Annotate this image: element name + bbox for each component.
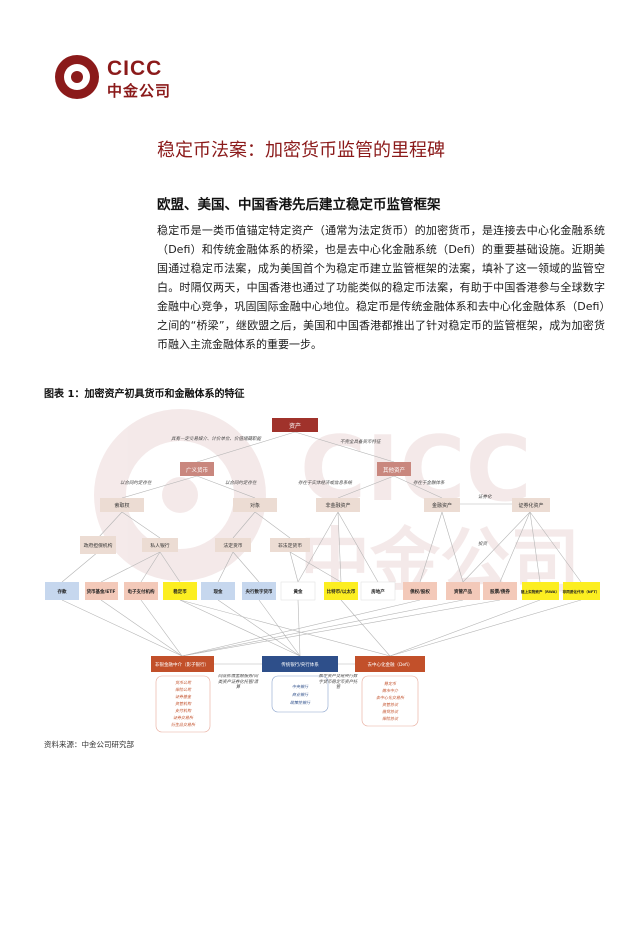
leaf-e-payment-label: 电子支付机构: [128, 588, 155, 595]
node-other-assets-label: 其他资产: [383, 466, 406, 474]
node-nonfinancial-assets-label: 非金融资产: [325, 502, 350, 509]
cicc-logo-icon: [55, 55, 99, 99]
inst-defi-item: 资管协议: [382, 702, 399, 707]
inst-bank-item: 中央银行: [292, 684, 309, 689]
node-claim: [100, 498, 144, 512]
node-legal-tender-label: 法定货币: [223, 542, 242, 549]
node-securitized-assets-label: 证券化资产: [518, 502, 543, 509]
inst-defi-item: 稳定币: [384, 681, 397, 686]
inst-defi-item: 做市中介: [382, 688, 399, 693]
inst-defi-item: 借贷协议: [382, 709, 399, 714]
inst-bank-item: 商业银行: [292, 692, 309, 697]
inst-shadow-item: 衍生品交易所: [171, 722, 196, 727]
leaf-debt-equity-label: 债权/股权: [410, 588, 430, 595]
leaf-bitcoin: [324, 582, 358, 600]
leaf-stocks-bonds: [483, 582, 517, 600]
leaf-gold: [280, 581, 316, 601]
leaf-asset-mgmt: [446, 582, 480, 600]
node-non-legal-tender: [270, 538, 310, 552]
inst-shadow-bank-list: [155, 675, 211, 733]
inst-bank-item: 政策性银行: [290, 700, 311, 705]
leaf-deposit: [45, 582, 79, 600]
watermark-logo-icon: [94, 409, 266, 581]
node-legal-tender: [215, 538, 251, 552]
node-gov-backed: [80, 536, 116, 554]
node-other-assets: [377, 462, 411, 476]
inst-defi: [355, 656, 425, 672]
leaf-e-payment: [124, 582, 158, 600]
inst-defi-list: [361, 675, 419, 727]
node-object: [233, 498, 277, 512]
logo-text-en: CICC: [107, 57, 163, 80]
edge-label-financial: 存在于金融体系: [413, 480, 445, 486]
node-financial-assets-label: 金融资产: [432, 502, 452, 509]
leaf-deposit-label: 存款: [57, 588, 67, 595]
edge-label-securitize: 证券化: [478, 494, 492, 500]
leaf-nft-label: 非同质化代币（NFT）: [563, 589, 600, 594]
node-claim-label: 索取权: [114, 502, 129, 509]
inst-shadow-item: 资管机构: [175, 701, 192, 706]
inst-shadow-item: 货币公司: [175, 680, 192, 685]
inst-defi-item: 去中心化交易所: [376, 695, 405, 700]
edge-label-noncurrency: 不完全具备货币特征: [340, 439, 382, 445]
leaf-asset-mgmt-label: 资管产品: [454, 588, 472, 595]
node-object-label: 对象: [250, 502, 260, 509]
figure-title: 图表 1：加密资产初具货币和金融体系的特征: [44, 389, 245, 400]
inst-shadow-item: 支付机构: [175, 708, 192, 713]
node-asset: [272, 418, 318, 432]
leaf-rwa-label: 链上实物资产（RWA）: [521, 589, 559, 594]
node-securitized-assets: [512, 498, 550, 512]
node-asset-label: 资产: [289, 422, 301, 430]
edge-label-claim: 以合同约定存在: [120, 480, 152, 486]
leaf-stocks-bonds-label: 股票/债券: [490, 588, 510, 595]
node-non-legal-tender-label: 非法定货币: [278, 542, 302, 549]
node-private-bank: [142, 538, 178, 552]
section-title: 欧盟、美国、中国香港先后建立稳定币监管框架: [157, 197, 441, 213]
leaf-cash: [201, 582, 235, 600]
inst-traditional-bank-title: 传统银行/央行体系: [281, 661, 319, 668]
logo-text-cn: 中金公司: [107, 82, 172, 100]
leaf-cbdc-label: 央行数字货币: [246, 588, 273, 595]
leaf-debt-equity: [403, 582, 437, 600]
source-note: 资料来源：中金公司研究部: [44, 740, 134, 749]
leaf-cash-label: 现金: [214, 588, 223, 595]
leaf-money-fund: [85, 582, 118, 600]
leaf-stablecoin-label: 稳定币: [173, 588, 187, 595]
body-paragraph: 稳定币是一类币值锚定特定资产（通常为法定货币）的加密货币，是连接去中心化金融系统…: [157, 224, 605, 351]
cicc-logo: CICC 中金公司: [55, 55, 195, 105]
leaf-rwa: [522, 582, 559, 600]
leaf-nft: [563, 582, 600, 600]
node-financial-assets: [424, 498, 460, 512]
leaf-gold-label: 黄金: [294, 588, 303, 595]
edge-label-real: 存在于实体经济或信息系统: [298, 480, 353, 486]
edge-label-currency: 具有一定交易媒介、计价单位、价值储藏职能: [171, 436, 261, 442]
inst-shadow-bank: [151, 656, 214, 672]
edge-label-object: 以合同约定存在: [225, 480, 257, 486]
inst-label-interbank: 同业拆借金融服务/同类资产证券化托管/清算: [217, 674, 259, 690]
page-title: 稳定币法案：加密货币监管的里程碑: [157, 140, 445, 161]
inst-shadow-item: 保险公司: [175, 687, 192, 692]
inst-shadow-item: 证券交易所: [173, 715, 194, 720]
node-private-bank-label: 私人银行: [150, 542, 169, 549]
node-nonfinancial-assets: [316, 498, 360, 512]
inst-defi-title: 去中心化金融（Defi）: [367, 661, 412, 668]
node-gov-backed-label: 政府担保机构: [84, 542, 113, 549]
leaf-bitcoin-label: 比特币/以太币: [327, 588, 356, 595]
inst-label-digital: 数字资产交易央行数字货币稳定币资产托管: [318, 674, 358, 690]
leaf-real-estate-label: 房地产: [371, 588, 385, 595]
inst-shadow-bank-title: 非银金融中介（影子银行）: [155, 661, 209, 668]
inst-traditional-bank-list: [271, 675, 329, 713]
diagram-connectors: [61, 431, 582, 665]
node-broad-money-label: 广义货币: [186, 466, 209, 474]
leaf-real-estate: [360, 581, 396, 601]
inst-traditional-bank: [262, 656, 338, 672]
inst-defi-item: 保险协议: [382, 716, 399, 721]
edge-label-invest: 投资: [478, 541, 487, 547]
leaf-money-fund-label: 货币基金/ETF: [87, 588, 116, 595]
inst-shadow-item: 证券基金: [175, 694, 192, 699]
leaf-cbdc: [242, 582, 276, 600]
node-broad-money: [180, 462, 214, 476]
leaf-stablecoin: [163, 582, 197, 600]
